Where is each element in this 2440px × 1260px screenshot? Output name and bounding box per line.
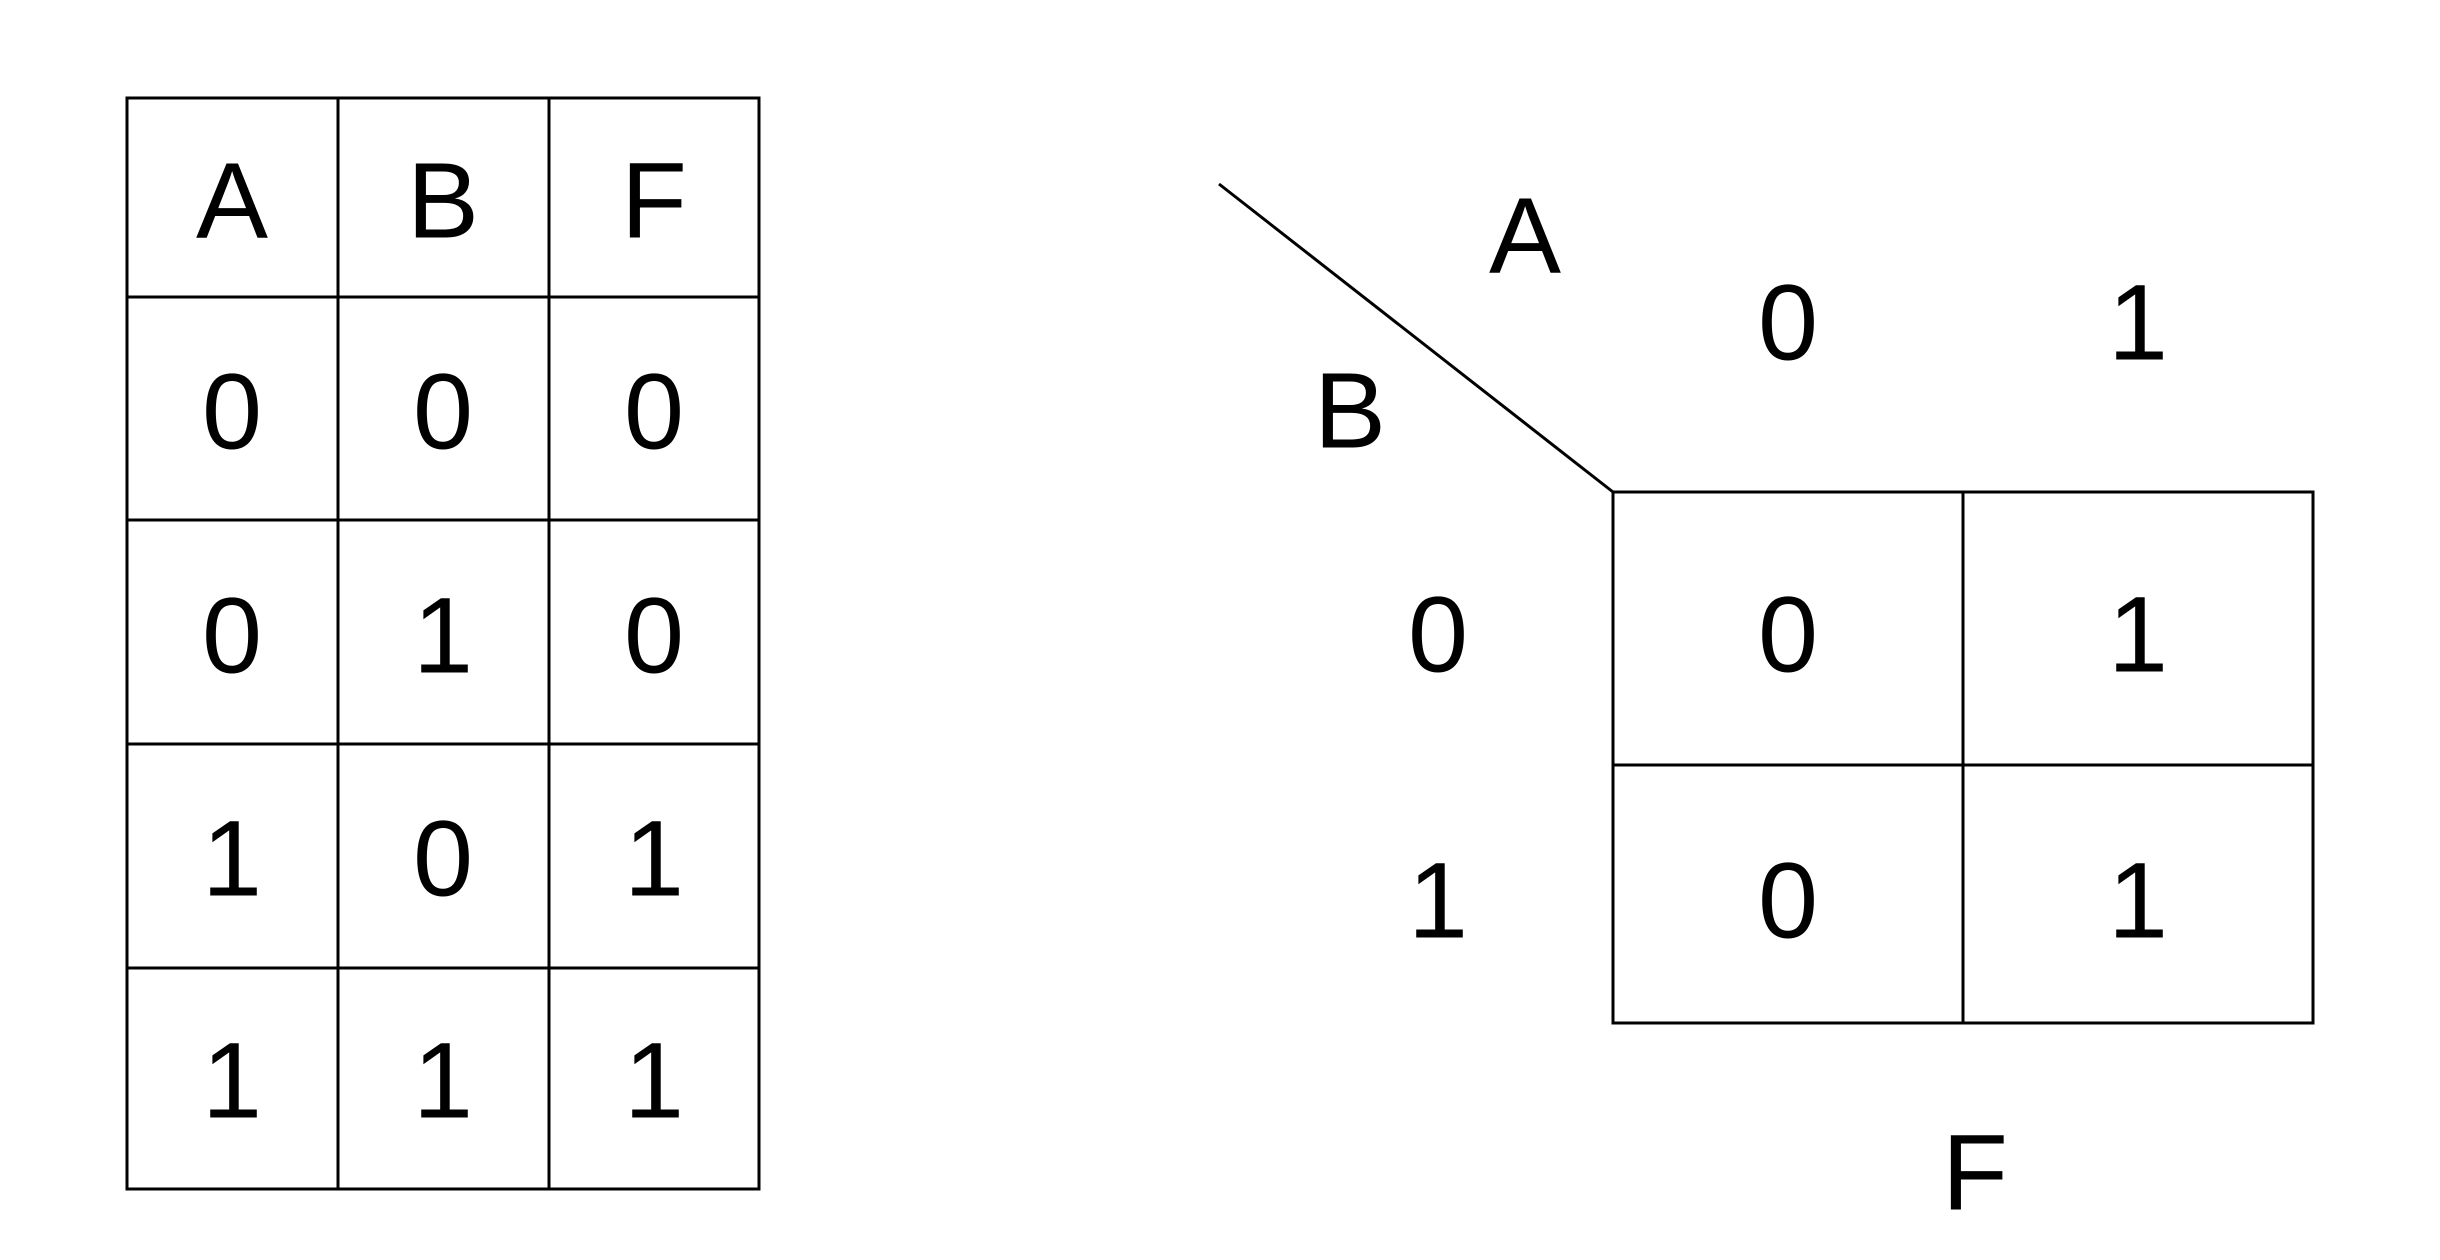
kmap-column-variable: A xyxy=(1489,175,1561,296)
truth-table-header-f: F xyxy=(621,140,687,261)
kmap-row-header: 1 xyxy=(1408,840,1468,961)
kmap-cell: 1 xyxy=(2108,840,2168,961)
truth-table-border xyxy=(125,96,761,1191)
kmap-grid xyxy=(1218,182,2315,1025)
truth-table-cell: 0 xyxy=(624,351,684,472)
truth-table-cell: 0 xyxy=(624,575,684,696)
truth-table-cell: 1 xyxy=(413,575,473,696)
kmap-cell: 1 xyxy=(2108,574,2168,695)
truth-table-cell: 1 xyxy=(624,798,684,919)
truth-table-cell: 1 xyxy=(624,1020,684,1141)
kmap-row-header: 0 xyxy=(1408,574,1468,695)
kmap-row-variable: B xyxy=(1314,350,1386,471)
truth-table-cell: 0 xyxy=(202,575,262,696)
truth-table-cell: 0 xyxy=(413,798,473,919)
kmap-column-header: 0 xyxy=(1758,262,1818,383)
truth-table: A B F 0 0 0 0 1 0 1 0 1 1 1 1 xyxy=(125,96,761,1191)
karnaugh-map: A B 0 1 0 1 0 1 0 1 F xyxy=(1218,175,2315,1233)
truth-table-cell: 1 xyxy=(202,798,262,919)
kmap-column-header: 1 xyxy=(2108,262,2168,383)
kmap-cell: 0 xyxy=(1758,574,1818,695)
truth-table-header-a: A xyxy=(196,140,268,261)
truth-table-grid xyxy=(125,96,761,1191)
truth-table-cell: 1 xyxy=(202,1020,262,1141)
truth-table-cell: 0 xyxy=(202,351,262,472)
truth-table-header-b: B xyxy=(407,140,479,261)
kmap-diagonal-line xyxy=(1218,182,1614,494)
kmap-output-label: F xyxy=(1942,1112,2008,1233)
kmap-cell: 0 xyxy=(1758,840,1818,961)
truth-table-cell: 0 xyxy=(413,351,473,472)
truth-table-cell: 1 xyxy=(413,1020,473,1141)
